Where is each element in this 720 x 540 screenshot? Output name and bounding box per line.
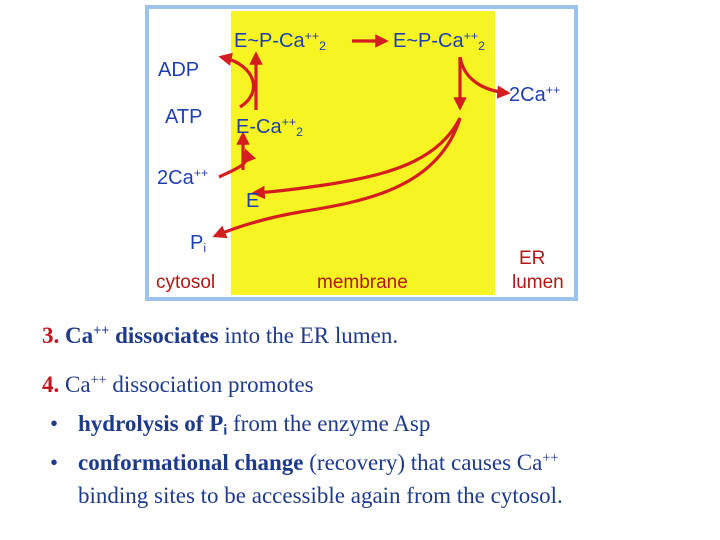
item-3-bold: dissociates	[115, 323, 219, 348]
bullet-1-rest: from the enzyme Asp	[233, 411, 431, 436]
bold-sub: i	[223, 422, 228, 439]
label-ca-left: 2Ca++	[157, 166, 209, 189]
label-sup: ++	[545, 83, 561, 98]
ca-text: Ca	[65, 372, 91, 397]
label-membrane: membrane	[317, 272, 408, 293]
membrane-region	[231, 11, 495, 295]
label-pi: Pi	[190, 232, 207, 256]
rest-text: (recovery) that causes Ca	[309, 450, 543, 475]
label-e-ca2: E-Ca++2	[236, 115, 303, 140]
label-main: E-Ca	[236, 116, 282, 138]
arrow-dephosphorylation	[251, 117, 462, 200]
label-main: E~P-Ca	[393, 30, 464, 52]
ca-sup: ++	[90, 372, 107, 389]
label-lumen: lumen	[512, 272, 564, 293]
item-3-rest: into the ER lumen.	[224, 323, 399, 348]
label-sup: ++	[304, 29, 320, 44]
item-4: 4. Ca++ dissociation promotes	[42, 373, 314, 396]
bold-text: hydrolysis of P	[78, 411, 224, 436]
arrow-atp-adp	[218, 52, 256, 109]
rest-sup: ++	[542, 450, 559, 467]
bullet-2: • conformational change (recovery) that c…	[50, 451, 558, 474]
ca-sup: ++	[93, 323, 110, 340]
label-main: P	[190, 232, 204, 254]
label-sup: ++	[281, 115, 297, 130]
item-4-ca: Ca++	[65, 372, 107, 397]
bullet-marker: •	[50, 411, 59, 436]
label-e: E	[246, 190, 260, 212]
item-3-ca: Ca++	[65, 323, 109, 348]
bullet-marker: •	[50, 450, 59, 475]
diagram-graphics	[145, 5, 578, 301]
label-sub: 2	[478, 39, 485, 54]
label-sub: i	[203, 241, 207, 256]
label-main: E~P-Ca	[234, 30, 305, 52]
bullet-1: • hydrolysis of Pi from the enzyme Asp	[50, 411, 431, 439]
label-atp: ATP	[165, 106, 203, 128]
bullet-1-bold: hydrolysis of Pi	[78, 411, 228, 439]
label-sub: 2	[319, 39, 326, 54]
item-4-number: 4.	[42, 372, 60, 397]
label-main: 2Ca	[157, 167, 194, 189]
bullet-2-continuation: binding sites to be accessible again fro…	[78, 483, 563, 508]
item-4-rest: dissociation promotes	[112, 372, 314, 397]
arrow-pi-release	[212, 117, 462, 239]
label-sup: ++	[193, 166, 209, 181]
calcium-pump-diagram: E~P-Ca++2 E~P-Ca++2 ADP ATP E-Ca++2 2Ca+…	[145, 5, 578, 301]
label-e-p-ca2-left: E~P-Ca++2	[234, 29, 326, 54]
item-3: 3. Ca++ dissociates into the ER lumen.	[42, 324, 398, 347]
ca-text: Ca	[65, 323, 94, 348]
label-cytosol: cytosol	[156, 272, 216, 293]
label-adp: ADP	[158, 59, 200, 81]
label-sup: ++	[463, 29, 479, 44]
arrow-ca-release	[458, 56, 511, 99]
label-main: 2Ca	[509, 84, 546, 106]
bullet-2-rest: (recovery) that causes Ca++	[309, 450, 558, 475]
label-er: ER	[519, 248, 546, 269]
label-e-p-ca2-right: E~P-Ca++2	[393, 29, 485, 54]
bullet-2-bold: conformational change	[78, 450, 304, 475]
arrow-ca-binding	[218, 148, 257, 179]
label-ca-right: 2Ca++	[509, 83, 561, 106]
item-3-number: 3.	[42, 323, 60, 348]
label-sub: 2	[296, 125, 303, 140]
